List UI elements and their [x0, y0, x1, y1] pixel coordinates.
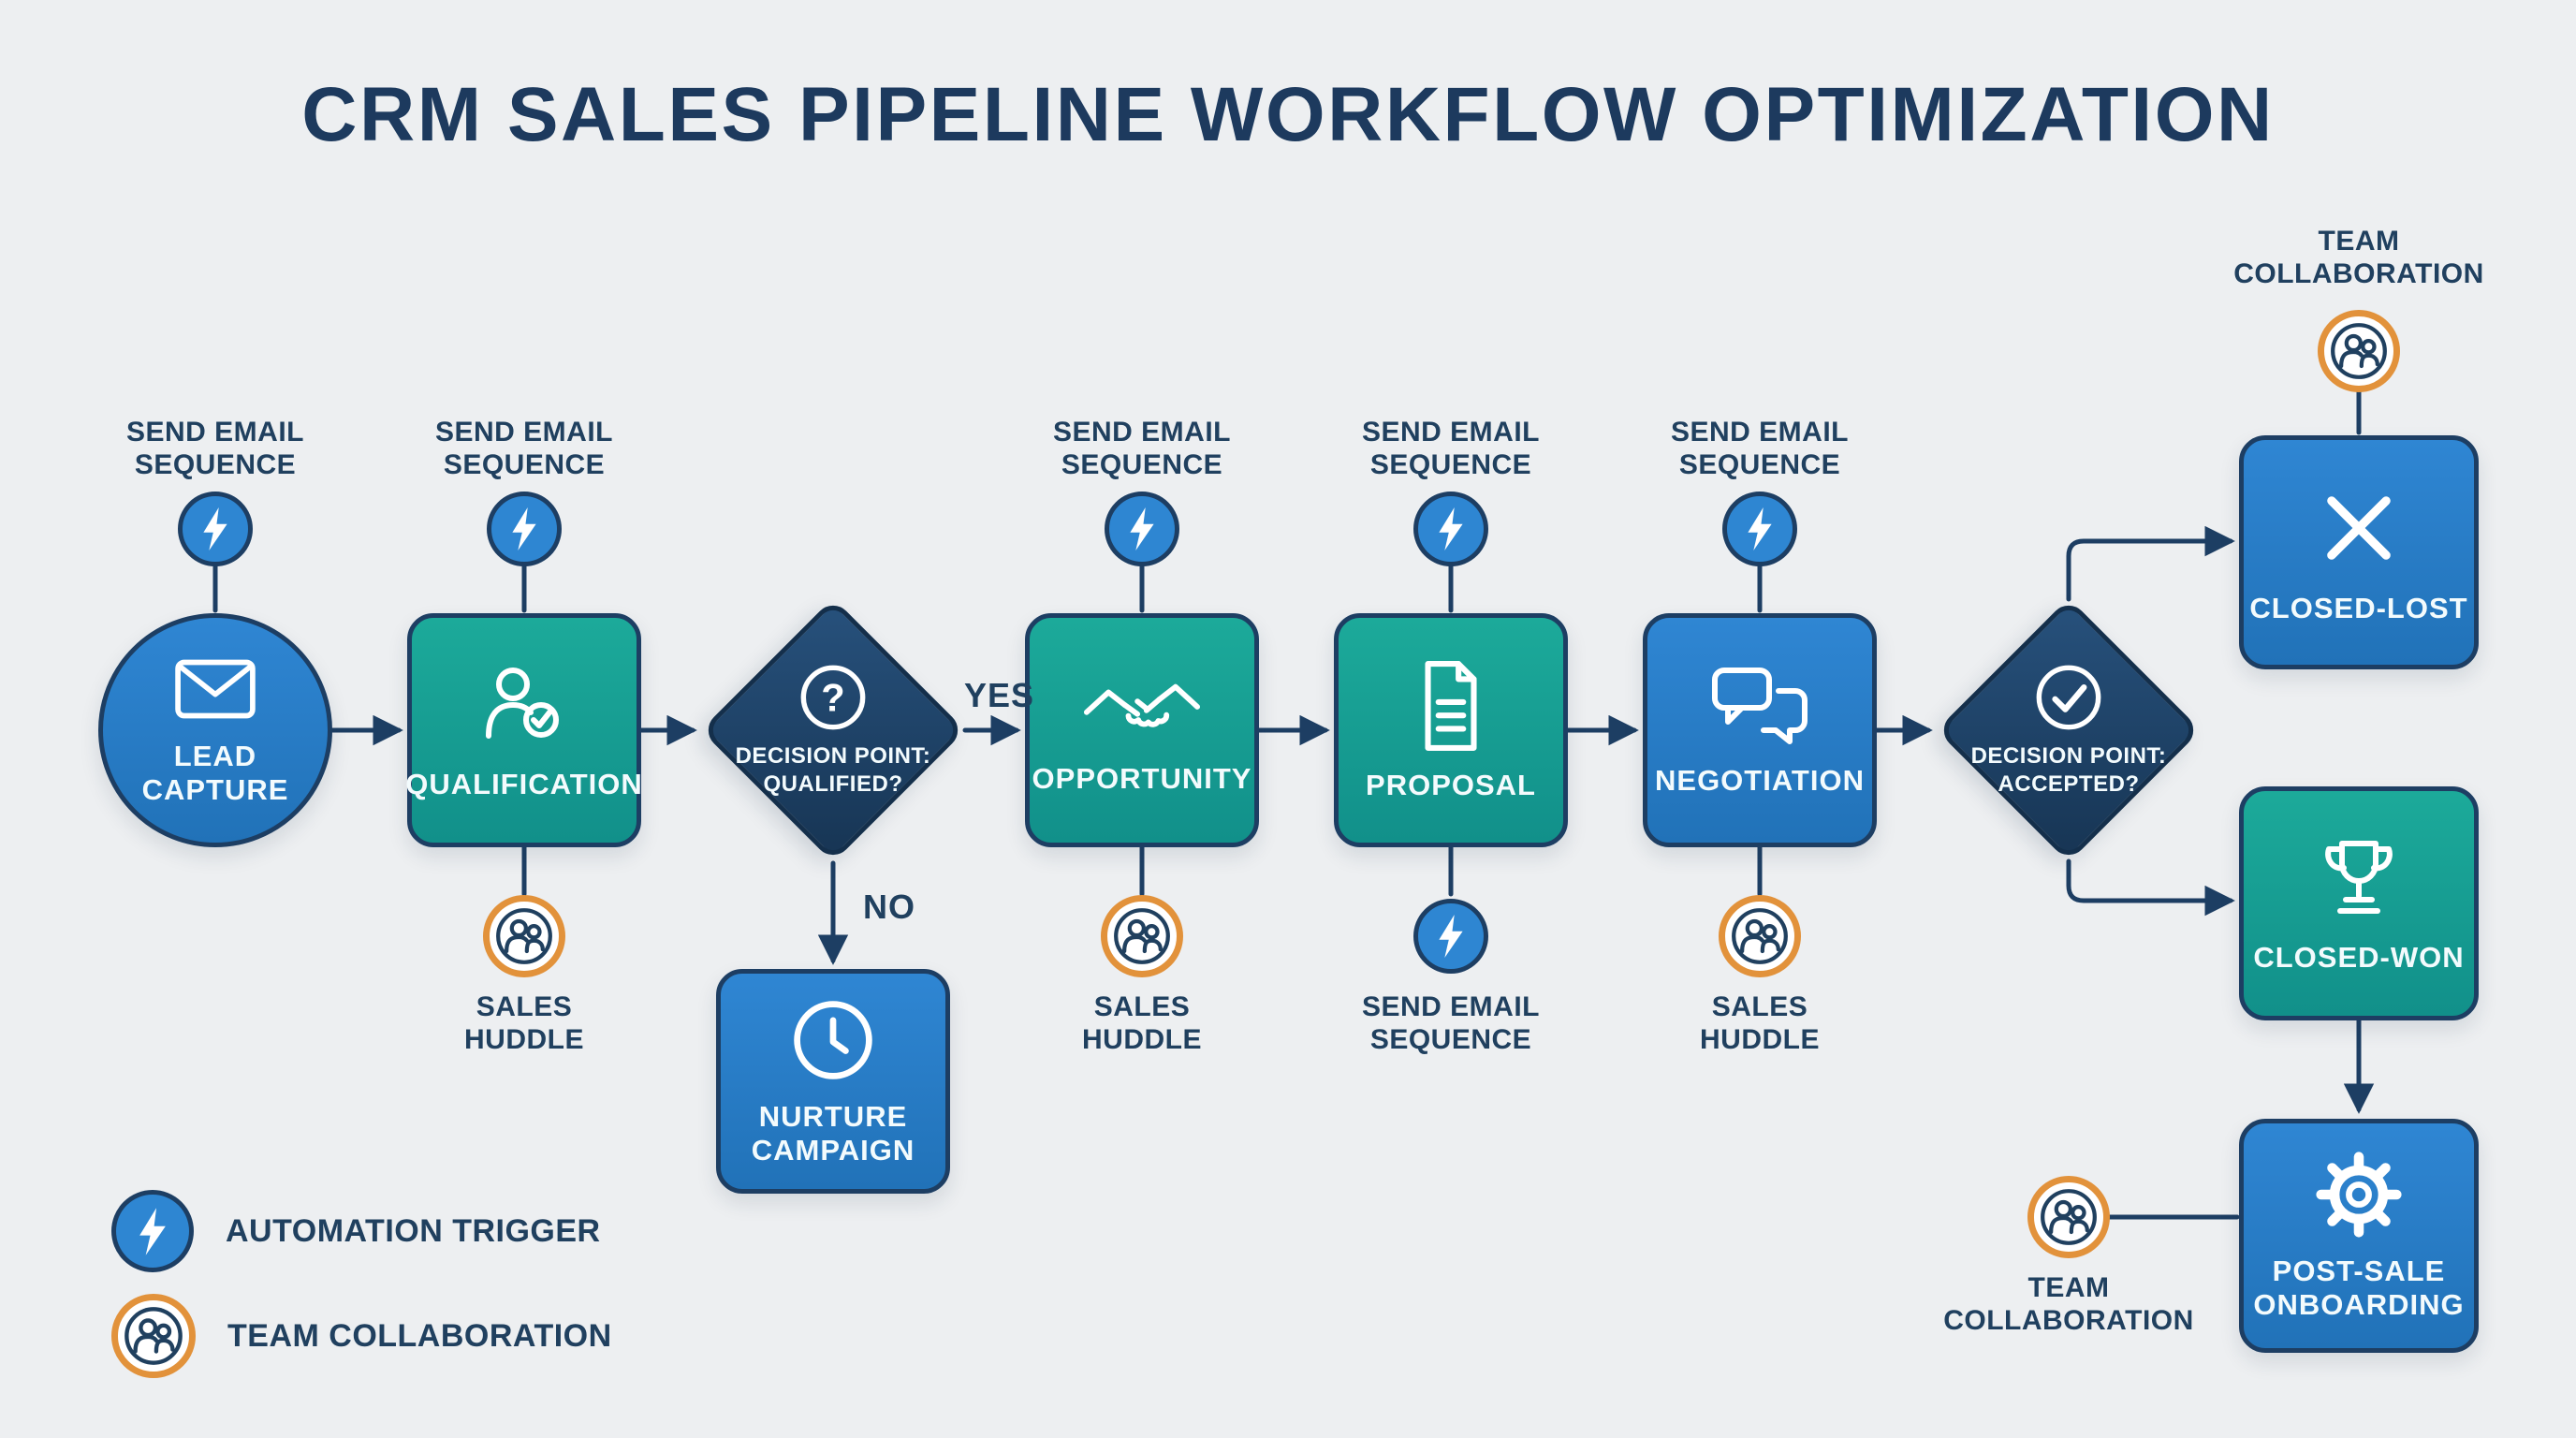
- node-label: LEAD CAPTURE: [141, 740, 289, 806]
- node-closed-won: CLOSED-WON: [2239, 786, 2479, 1020]
- annotation-send-email-sequence: SEND EMAIL SEQUENCE: [1670, 417, 1849, 481]
- question-circle-icon: ?: [800, 665, 866, 730]
- annotation-sales-huddle: SALES HUDDLE: [1082, 991, 1202, 1056]
- annotation-send-email-sequence: SEND EMAIL SEQUENCE: [434, 417, 613, 481]
- check-circle-icon: [2036, 665, 2101, 730]
- lightning-icon: [512, 506, 536, 551]
- legend-label: AUTOMATION TRIGGER: [226, 1212, 601, 1249]
- annotation-team-collaboration: TEAM COLLABORATION: [2233, 226, 2484, 290]
- automation-trigger-badge: [1413, 492, 1488, 566]
- team-collaboration-badge: [1719, 895, 1801, 977]
- team-collaboration-badge: [2318, 310, 2400, 392]
- annotation-sales-huddle: SALES HUDDLE: [464, 991, 584, 1056]
- lightning-icon: [1130, 506, 1154, 551]
- automation-trigger-badge: [1105, 492, 1179, 566]
- gear-icon: [2316, 1152, 2402, 1238]
- node-label: OPPORTUNITY: [1032, 762, 1252, 796]
- automation-trigger-badge: [111, 1190, 194, 1272]
- people-icon: [496, 908, 552, 964]
- annotation-send-email-sequence: SEND EMAIL SEQUENCE: [1052, 417, 1231, 481]
- chat-bubbles-icon: [1712, 668, 1808, 745]
- node-post-sale-onboarding: POST-SALE ONBOARDING: [2239, 1119, 2479, 1353]
- envelope-icon: [175, 659, 256, 719]
- handshake-icon: [1083, 683, 1201, 727]
- annotation-send-email-sequence: SEND EMAIL SEQUENCE: [1361, 417, 1540, 481]
- node-label: CLOSED-WON: [2253, 941, 2465, 975]
- lightning-icon: [203, 506, 227, 551]
- document-icon: [1425, 661, 1477, 751]
- node-negotiation: NEGOTIATION: [1643, 613, 1877, 847]
- team-collaboration-badge: [1101, 895, 1183, 977]
- decision-label: DECISION POINT: QUALIFIED?: [735, 743, 931, 797]
- node-lead-capture: LEAD CAPTURE: [98, 613, 332, 847]
- person-check-icon: [486, 668, 559, 740]
- node-qualification: QUALIFICATION: [405, 613, 643, 847]
- trophy-icon: [2325, 841, 2393, 915]
- node-decision-accepted: DECISION POINT: ACCEPTED?: [1936, 597, 2202, 863]
- x-icon: [2327, 496, 2391, 560]
- node-label: QUALIFICATION: [405, 768, 643, 801]
- lightning-icon: [1748, 506, 1772, 551]
- team-collaboration-badge: [111, 1294, 196, 1378]
- legend-item-team-collaboration: TEAM COLLABORATION: [111, 1294, 612, 1378]
- branch-label-no: NO: [863, 888, 915, 926]
- legend-label: TEAM COLLABORATION: [227, 1317, 612, 1354]
- page-title: CRM SALES PIPELINE WORKFLOW OPTIMIZATION: [301, 72, 2275, 157]
- team-collaboration-badge: [2027, 1176, 2110, 1258]
- node-decision-qualified: ? DECISION POINT: QUALIFIED?: [700, 597, 966, 863]
- arrow-decision-to-closed-lost: [2066, 525, 2235, 602]
- lightning-icon: [1439, 506, 1463, 551]
- annotation-send-email-sequence: SEND EMAIL SEQUENCE: [125, 417, 304, 481]
- node-label: CLOSED-LOST: [2249, 592, 2468, 625]
- annotation-sales-huddle: SALES HUDDLE: [1700, 991, 1820, 1056]
- people-icon: [1732, 908, 1788, 964]
- lightning-icon: [1439, 914, 1463, 959]
- node-label: PROPOSAL: [1366, 769, 1536, 802]
- people-icon: [2331, 323, 2387, 379]
- people-icon: [1114, 908, 1170, 964]
- annotation-team-collaboration: TEAM COLLABORATION: [1943, 1272, 2194, 1337]
- node-nurture-campaign: NURTURE CAMPAIGN: [716, 969, 950, 1194]
- svg-text:?: ?: [821, 675, 844, 719]
- node-label: NEGOTIATION: [1655, 764, 1865, 798]
- node-label: POST-SALE ONBOARDING: [2253, 1255, 2465, 1321]
- automation-trigger-badge: [1722, 492, 1797, 566]
- lightning-icon: [139, 1207, 166, 1255]
- node-label: NURTURE CAMPAIGN: [751, 1100, 915, 1167]
- people-icon: [124, 1307, 183, 1365]
- node-opportunity: OPPORTUNITY: [1025, 613, 1259, 847]
- automation-trigger-badge: [487, 492, 562, 566]
- automation-trigger-badge: [1413, 899, 1488, 974]
- annotation-send-email-sequence: SEND EMAIL SEQUENCE: [1361, 991, 1540, 1056]
- team-collaboration-badge: [483, 895, 565, 977]
- people-icon: [2041, 1189, 2097, 1245]
- node-proposal: PROPOSAL: [1334, 613, 1568, 847]
- branch-label-yes: YES: [964, 676, 1035, 714]
- legend-item-automation-trigger: AUTOMATION TRIGGER: [111, 1190, 601, 1272]
- decision-label: DECISION POINT: ACCEPTED?: [1970, 743, 2167, 797]
- clock-icon: [794, 1001, 872, 1079]
- node-closed-lost: CLOSED-LOST: [2239, 435, 2479, 669]
- automation-trigger-badge: [178, 492, 253, 566]
- arrow-decision-to-closed-won: [2066, 858, 2235, 917]
